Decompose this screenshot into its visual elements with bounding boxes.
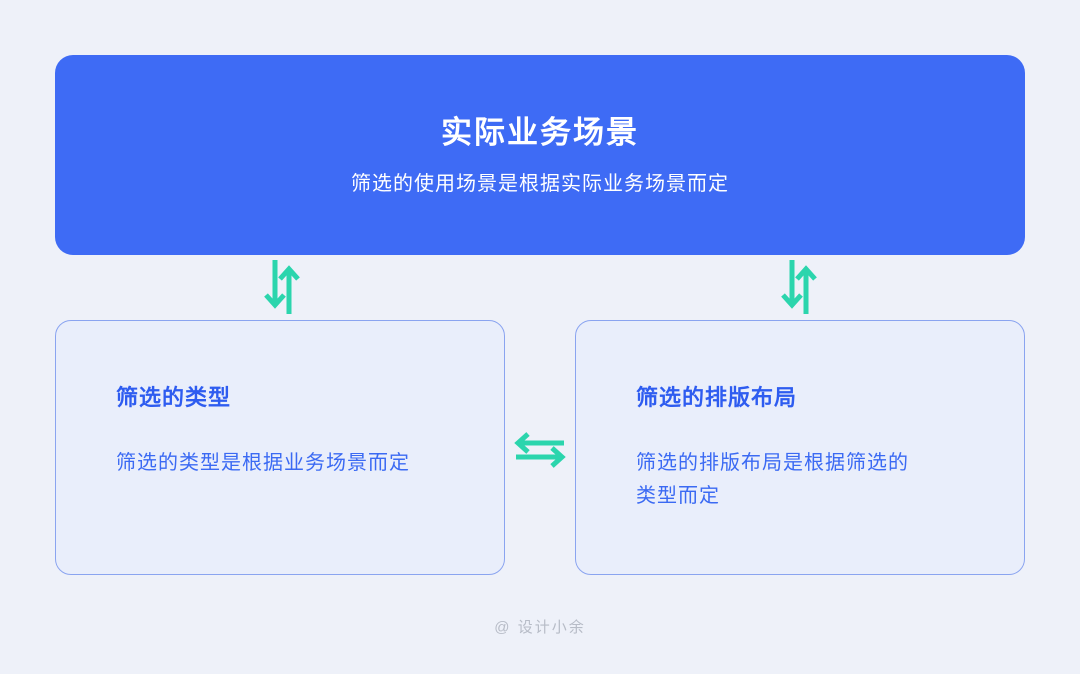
- swap-horizontal-icon-wrap: [512, 428, 568, 472]
- swap-horizontal-icon: [514, 432, 566, 468]
- card-filter-layout-body: 筛选的排版布局是根据筛选的 类型而定: [636, 452, 909, 507]
- swap-vertical-left-icon: [260, 258, 304, 316]
- card-filter-layout-title: 筛选的排版布局: [636, 385, 798, 410]
- card-filter-layout: 筛选的排版布局 筛选的排版布局是根据筛选的 类型而定: [575, 320, 1025, 575]
- swap-vertical-right-icon: [777, 258, 821, 316]
- card-filter-type-title: 筛选的类型: [116, 385, 232, 410]
- card-filter-type-body: 筛选的类型是根据业务场景而定: [116, 452, 410, 474]
- hero-box: 实际业务场景 筛选的使用场景是根据实际业务场景而定: [55, 55, 1025, 255]
- hero-subtitle: 筛选的使用场景是根据实际业务场景而定: [351, 172, 729, 195]
- watermark: @ 设计小余: [494, 619, 586, 636]
- swap-vertical-icon: [264, 260, 300, 314]
- card-filter-type: 筛选的类型 筛选的类型是根据业务场景而定: [55, 320, 505, 575]
- hero-title: 实际业务场景: [441, 114, 639, 150]
- swap-vertical-icon: [781, 260, 817, 314]
